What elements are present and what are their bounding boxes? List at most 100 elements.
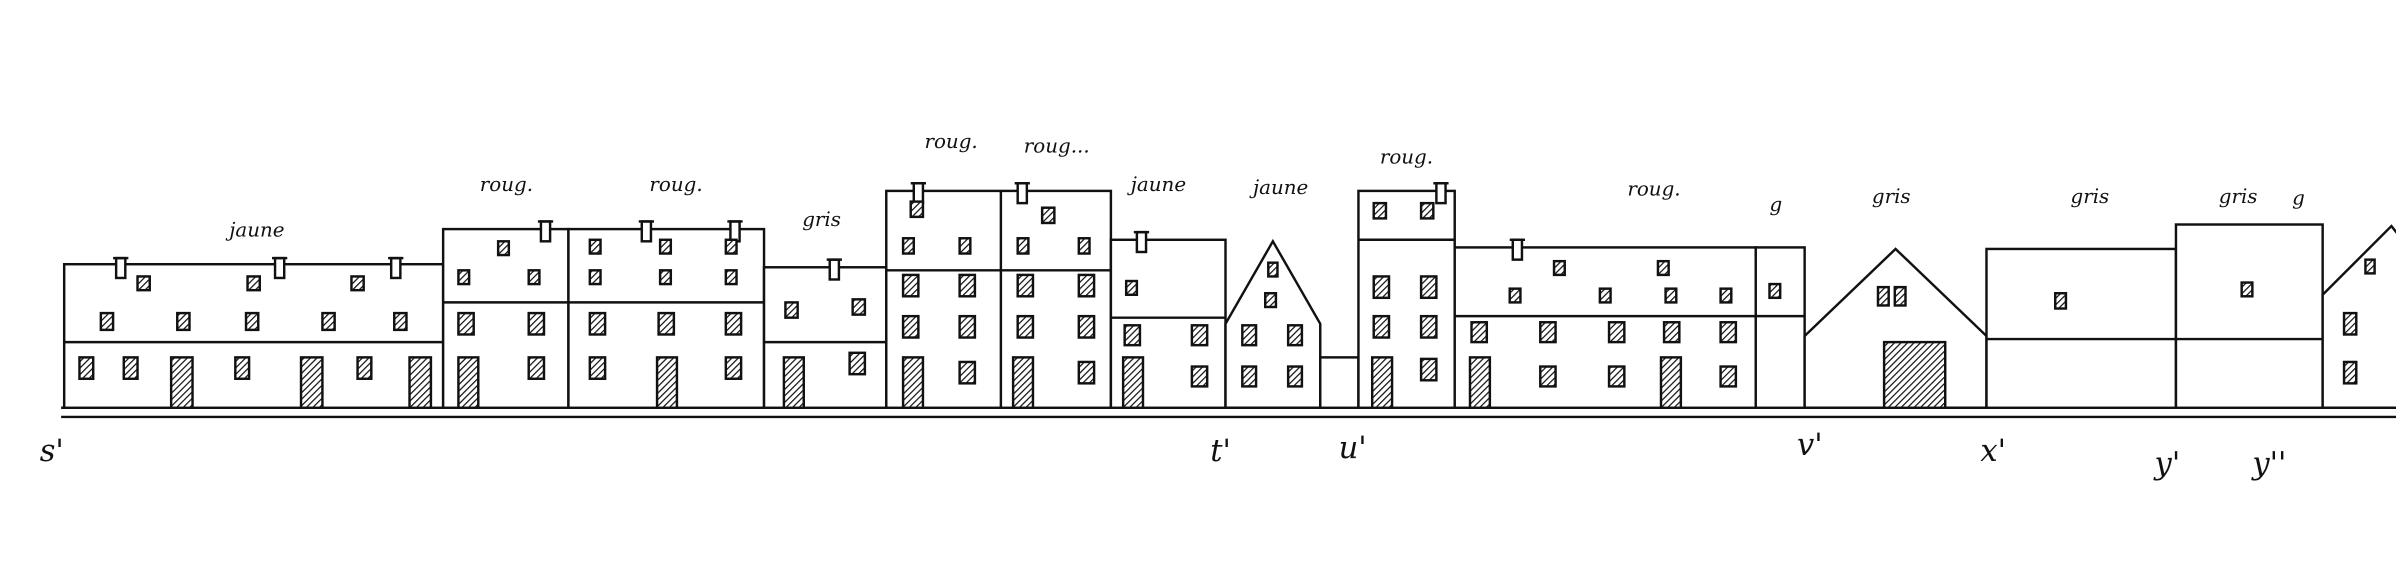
window <box>1598 287 1612 304</box>
window <box>1267 261 1279 278</box>
window <box>176 311 191 332</box>
point-label: t' <box>1210 434 1231 469</box>
window <box>1077 360 1096 385</box>
window <box>234 356 251 380</box>
window <box>1470 321 1489 344</box>
window <box>1372 314 1391 339</box>
building-facade <box>1754 246 1806 410</box>
window <box>588 238 602 255</box>
chimney-icon <box>273 256 286 280</box>
building-facades <box>61 182 2396 419</box>
point-label: y' <box>2153 446 2181 481</box>
door <box>1121 356 1145 410</box>
window <box>1719 287 1733 304</box>
window <box>1190 365 1209 388</box>
window <box>1876 285 1890 307</box>
window <box>527 311 546 336</box>
window <box>1077 273 1096 298</box>
window <box>901 237 916 255</box>
window <box>1077 237 1091 255</box>
window <box>1241 324 1258 347</box>
door <box>1468 356 1492 410</box>
chimney-icon <box>828 258 841 281</box>
window <box>496 240 511 257</box>
building-facade <box>762 266 888 410</box>
window <box>784 301 799 319</box>
window <box>1077 314 1096 339</box>
window <box>958 273 977 298</box>
window <box>1539 321 1557 344</box>
window <box>457 269 471 286</box>
point-label: v' <box>1797 428 1823 463</box>
chimney-icon <box>912 182 925 205</box>
window <box>356 356 373 380</box>
chimney-icon <box>1511 238 1524 261</box>
chimney-icon <box>389 256 402 280</box>
window <box>321 311 336 332</box>
window <box>1419 357 1438 382</box>
window <box>527 356 546 380</box>
window <box>393 311 408 332</box>
window <box>1419 201 1435 220</box>
window <box>724 311 743 336</box>
window <box>1656 259 1670 277</box>
window <box>1123 324 1142 347</box>
chimney-icon <box>640 220 653 243</box>
window <box>1264 292 1278 309</box>
window <box>1719 365 1738 388</box>
colour-label: jaune <box>225 219 284 242</box>
colour-label: roug... <box>1024 135 1090 158</box>
window <box>958 360 977 385</box>
colour-label: gris <box>1872 185 1911 208</box>
window <box>1539 365 1557 388</box>
window <box>1016 273 1035 298</box>
point-label: y'' <box>2250 446 2286 481</box>
building-facade <box>1453 246 1757 410</box>
colour-label: roug. <box>649 173 702 196</box>
window <box>1719 321 1738 344</box>
window <box>724 356 743 380</box>
window <box>2054 292 2068 310</box>
colour-label: roug. <box>1380 145 1433 168</box>
colour-label: jaune <box>1249 176 1308 199</box>
window <box>1893 285 1907 307</box>
window <box>1372 201 1388 220</box>
window <box>1190 324 1209 347</box>
door <box>1011 356 1035 410</box>
window <box>1016 314 1035 339</box>
window <box>658 238 673 255</box>
window <box>136 275 151 292</box>
door <box>299 356 324 410</box>
window <box>1040 206 1056 225</box>
chimney-icon <box>729 220 741 243</box>
colour-label: gris <box>802 208 841 231</box>
gabled-facade <box>2321 224 2396 410</box>
window <box>1016 237 1030 255</box>
building-facade <box>1985 247 2178 410</box>
building-facade <box>1319 356 1360 410</box>
window <box>1419 314 1438 339</box>
door <box>782 356 805 410</box>
window <box>2240 281 2254 298</box>
window <box>1607 321 1626 344</box>
window <box>658 269 673 286</box>
window <box>1768 282 1782 300</box>
door <box>1370 356 1394 410</box>
window <box>588 356 607 380</box>
colour-label: roug. <box>1627 177 1680 200</box>
colour-label: jaune <box>1127 173 1186 196</box>
window <box>1286 324 1304 347</box>
point-label: x' <box>1980 434 2006 469</box>
window <box>78 356 95 380</box>
window <box>350 275 365 292</box>
door <box>901 356 925 410</box>
window <box>457 311 475 336</box>
colour-label: roug. <box>480 173 533 196</box>
window <box>901 314 920 339</box>
chimney-icon <box>1135 230 1148 254</box>
window <box>958 237 972 255</box>
door <box>457 356 480 410</box>
chimney-icon <box>1435 182 1447 205</box>
window <box>1607 365 1626 388</box>
